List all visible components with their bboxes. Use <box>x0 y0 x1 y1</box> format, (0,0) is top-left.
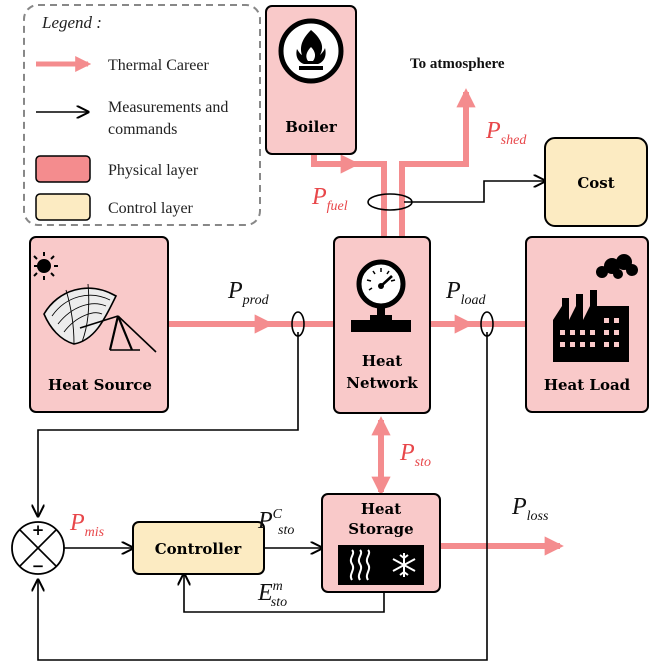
minus-sign: − <box>32 557 45 575</box>
measurement-lines <box>38 181 545 661</box>
plus-sign: + <box>32 521 45 539</box>
summing-junction: + − <box>11 521 65 575</box>
p-sto-label: Psto <box>399 440 431 470</box>
heat-source-block: Heat Source <box>29 236 169 413</box>
thermal-flows <box>168 88 564 556</box>
p-load-label: Pload <box>445 278 487 308</box>
p-prod-label: Pprod <box>227 278 270 308</box>
boiler-output-flow <box>311 154 360 174</box>
heat-network-label-2: Network <box>346 374 418 392</box>
fuel-flow-to-network <box>356 161 387 236</box>
p-mis-label: Pmis <box>69 510 105 540</box>
pressure-gauge-icon <box>351 259 411 332</box>
boiler-label: Boiler <box>285 118 338 136</box>
cost-label: Cost <box>577 174 614 192</box>
heat-network-block: Heat Network <box>333 236 431 414</box>
to-atmosphere-label: To atmosphere <box>410 56 505 72</box>
heat-load-block: Heat Load <box>525 236 649 413</box>
legend-measurements-label-1: Measurements and <box>108 99 228 116</box>
cost-measurement-line <box>404 181 545 203</box>
load-measurement-line <box>38 332 488 661</box>
heat-and-snowflake-icon <box>338 545 424 585</box>
controller-label: Controller <box>155 540 243 558</box>
p-fuel-label: Pfuel <box>311 184 348 214</box>
controller-box <box>132 521 265 575</box>
heat-storage-label-2: Storage <box>348 520 413 538</box>
cost-block: Cost <box>544 137 648 227</box>
boiler-block: Boiler <box>265 5 357 155</box>
p-shed-label: Pshed <box>485 118 527 148</box>
cost-box <box>544 137 648 227</box>
heat-load-label: Heat Load <box>544 376 631 394</box>
prod-sensor-ring <box>291 311 305 337</box>
solar-dish-icon <box>43 283 157 353</box>
shed-flow <box>399 88 476 236</box>
flame-icon <box>278 18 344 84</box>
legend: Legend : Thermal Career Measurements and… <box>23 4 261 226</box>
legend-physical-label: Physical layer <box>108 162 199 179</box>
storage-energy-feedback-line <box>184 574 385 613</box>
prod-measurement-line <box>38 332 299 516</box>
heat-network-label-1: Heat <box>362 352 402 370</box>
legend-control-swatch <box>35 193 91 221</box>
legend-thermal-label: Thermal Career <box>108 57 210 74</box>
factory-icon <box>553 254 638 362</box>
heat-storage-block: Heat Storage <box>321 493 441 593</box>
legend-measurements-label-2: commands <box>108 121 177 138</box>
sun-icon <box>33 252 58 280</box>
fuel-sensor-ring <box>367 193 413 211</box>
load-sensor-ring <box>480 311 494 337</box>
legend-physical-swatch <box>35 155 91 183</box>
heat-storage-label-1: Heat <box>361 500 401 518</box>
legend-title: Legend : <box>41 13 102 32</box>
legend-control-label: Control layer <box>108 200 194 217</box>
p-loss-label: Ploss <box>511 494 549 524</box>
heat-source-label: Heat Source <box>48 376 152 394</box>
controller-block: Controller <box>132 521 265 575</box>
